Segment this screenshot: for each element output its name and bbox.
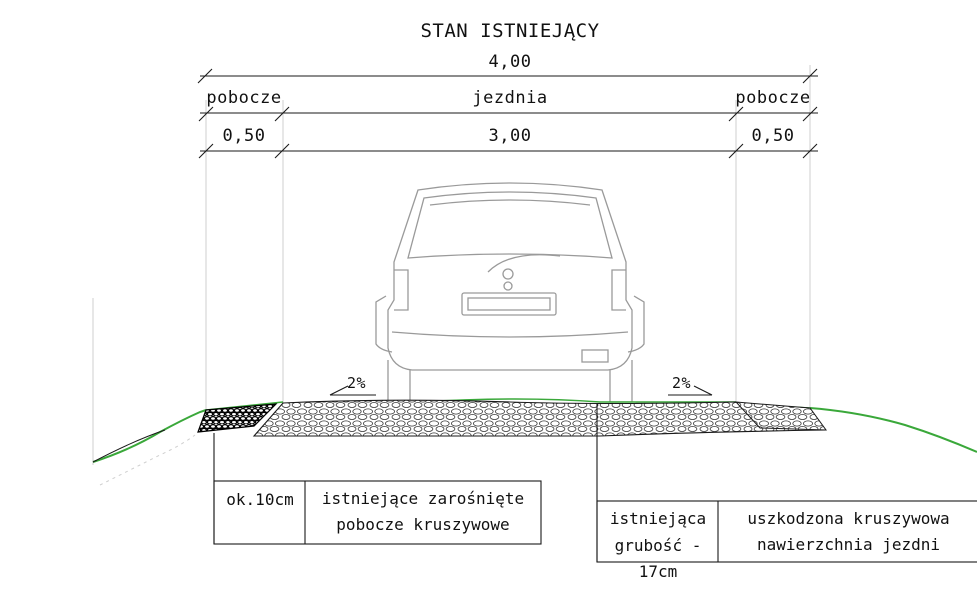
car-illustration bbox=[375, 182, 645, 403]
terrain-edge-left bbox=[92, 429, 166, 463]
dim-tick-total-right bbox=[802, 68, 818, 84]
car-lock bbox=[503, 281, 513, 291]
car-body bbox=[387, 182, 633, 371]
dim-tick-labels-left bbox=[198, 106, 214, 122]
callout-box-road bbox=[596, 500, 977, 563]
callout-lines bbox=[213, 403, 977, 563]
dimension-lines bbox=[197, 68, 818, 159]
dim-tick-labels-right bbox=[802, 106, 818, 122]
callout-box-shoulder bbox=[213, 480, 542, 545]
car-bumper-line bbox=[391, 331, 629, 338]
car-side-right bbox=[627, 295, 645, 353]
dim-total-value: 4,00 bbox=[488, 52, 532, 72]
car-plate bbox=[467, 297, 551, 311]
dim-tick-widths-road-left bbox=[274, 143, 290, 159]
dim-tick-widths-road-right bbox=[728, 143, 744, 159]
car-taillight-right bbox=[611, 269, 626, 311]
dim-label-shoulder-left: pobocze bbox=[206, 88, 282, 108]
callout-road-thickness-1: istniejąca bbox=[609, 509, 707, 528]
slope-markers bbox=[329, 385, 713, 396]
shoulder-layer-right bbox=[734, 401, 828, 431]
dim-width-shoulder-left: 0,50 bbox=[222, 126, 266, 146]
dim-tick-widths-right bbox=[802, 143, 818, 159]
road-layer bbox=[252, 399, 827, 437]
car-rear-window bbox=[407, 191, 613, 259]
dim-tick-widths-left bbox=[198, 143, 214, 159]
dim-width-road: 3,00 bbox=[488, 126, 532, 146]
dim-label-road: jezdnia bbox=[472, 88, 548, 108]
slope-label-right: 2% bbox=[672, 374, 692, 392]
dim-tick-labels-road-right bbox=[728, 106, 744, 122]
car-side-left bbox=[375, 295, 393, 353]
car-reflector bbox=[581, 349, 609, 363]
slope-arrow-left bbox=[329, 385, 349, 396]
slope-label-left: 2% bbox=[347, 374, 367, 392]
car-plate-frame bbox=[461, 292, 557, 316]
callout-shoulder-thickness: ok.10cm bbox=[226, 490, 294, 509]
terrain-subsoil-left bbox=[99, 434, 196, 486]
car-wiper bbox=[487, 254, 561, 273]
car-window-trim bbox=[429, 199, 591, 206]
callout-shoulder-desc-1: istniejące zarośnięte bbox=[321, 489, 525, 508]
callout-road-desc-2: nawierzchnia jezdni bbox=[756, 535, 941, 554]
car-taillight-left bbox=[394, 269, 409, 311]
dim-width-shoulder-right: 0,50 bbox=[751, 126, 795, 146]
callout-shoulder-desc-2: pobocze kruszywowe bbox=[336, 515, 510, 534]
drawing-title: STAN ISTNIEJĄCY bbox=[420, 20, 600, 42]
callout-road-thickness-2: grubość - bbox=[614, 536, 702, 555]
callout-road-thickness-3: 17cm bbox=[638, 562, 678, 581]
slope-arrow-right bbox=[693, 385, 713, 396]
shoulder-layer-left bbox=[197, 403, 278, 433]
car-camera bbox=[502, 268, 514, 280]
dim-tick-total-left bbox=[197, 68, 213, 84]
dim-tick-labels-road-left bbox=[274, 106, 290, 122]
dim-label-shoulder-right: pobocze bbox=[735, 88, 811, 108]
terrain-grass-right bbox=[809, 407, 977, 453]
callout-road-desc-1: uszkodzona kruszywowa bbox=[747, 509, 950, 528]
